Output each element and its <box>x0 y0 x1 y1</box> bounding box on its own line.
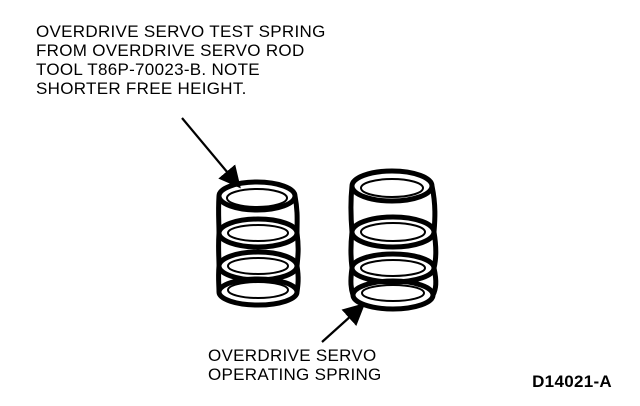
operating-spring-label-line: OPERATING SPRING <box>208 365 382 384</box>
test-spring-label-line: TOOL T86P-70023-B. NOTE <box>36 60 260 79</box>
test-spring-label-line: FROM OVERDRIVE SERVO ROD <box>36 41 305 60</box>
test-spring-label-line: OVERDRIVE SERVO TEST SPRING <box>36 22 326 41</box>
test-spring-label-line: SHORTER FREE HEIGHT. <box>36 79 247 98</box>
operating-spring-label-line: OVERDRIVE SERVO <box>208 346 377 365</box>
figure-code: D14021-A <box>532 372 612 391</box>
operating-spring-label: OVERDRIVE SERVO OPERATING SPRING <box>208 346 382 384</box>
test-spring <box>216 179 301 308</box>
test-spring-label: OVERDRIVE SERVO TEST SPRING FROM OVERDRI… <box>36 22 326 98</box>
test-spring-leader-arrow <box>181 117 241 189</box>
operating-spring <box>348 168 439 312</box>
operating-spring-leader-arrow <box>321 303 366 343</box>
